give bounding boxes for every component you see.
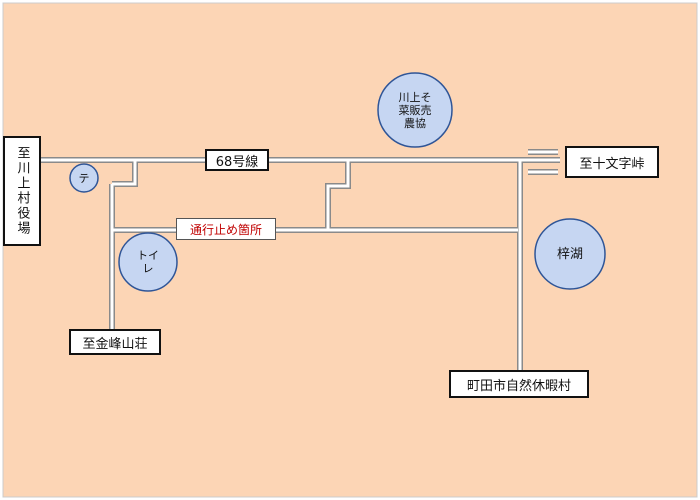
toilet-text: トイ レ [137,249,159,275]
route-68-label: 68号線 [205,149,269,171]
road-middle-spur [326,160,350,230]
farm-shop-marker [377,72,453,148]
to-jumonji-label: 至十文字峠 [565,146,659,178]
to-kinpu-label: 至金峰山荘 [69,329,161,355]
te-text: テ [78,171,90,185]
azusa-lake-marker [534,218,606,290]
toilet-marker [118,232,178,292]
azusa-lake-text: 梓湖 [556,246,583,262]
road-left-spur [112,160,137,186]
machida-label: 町田市自然休暇村 [449,370,589,398]
closed-section-label: 通行止め箇所 [176,218,276,240]
te-marker [69,163,99,193]
to-kawakami-label: 至川上村役場 [3,136,41,246]
farm-shop-text: 川上そ 菜販売 農協 [398,90,432,130]
